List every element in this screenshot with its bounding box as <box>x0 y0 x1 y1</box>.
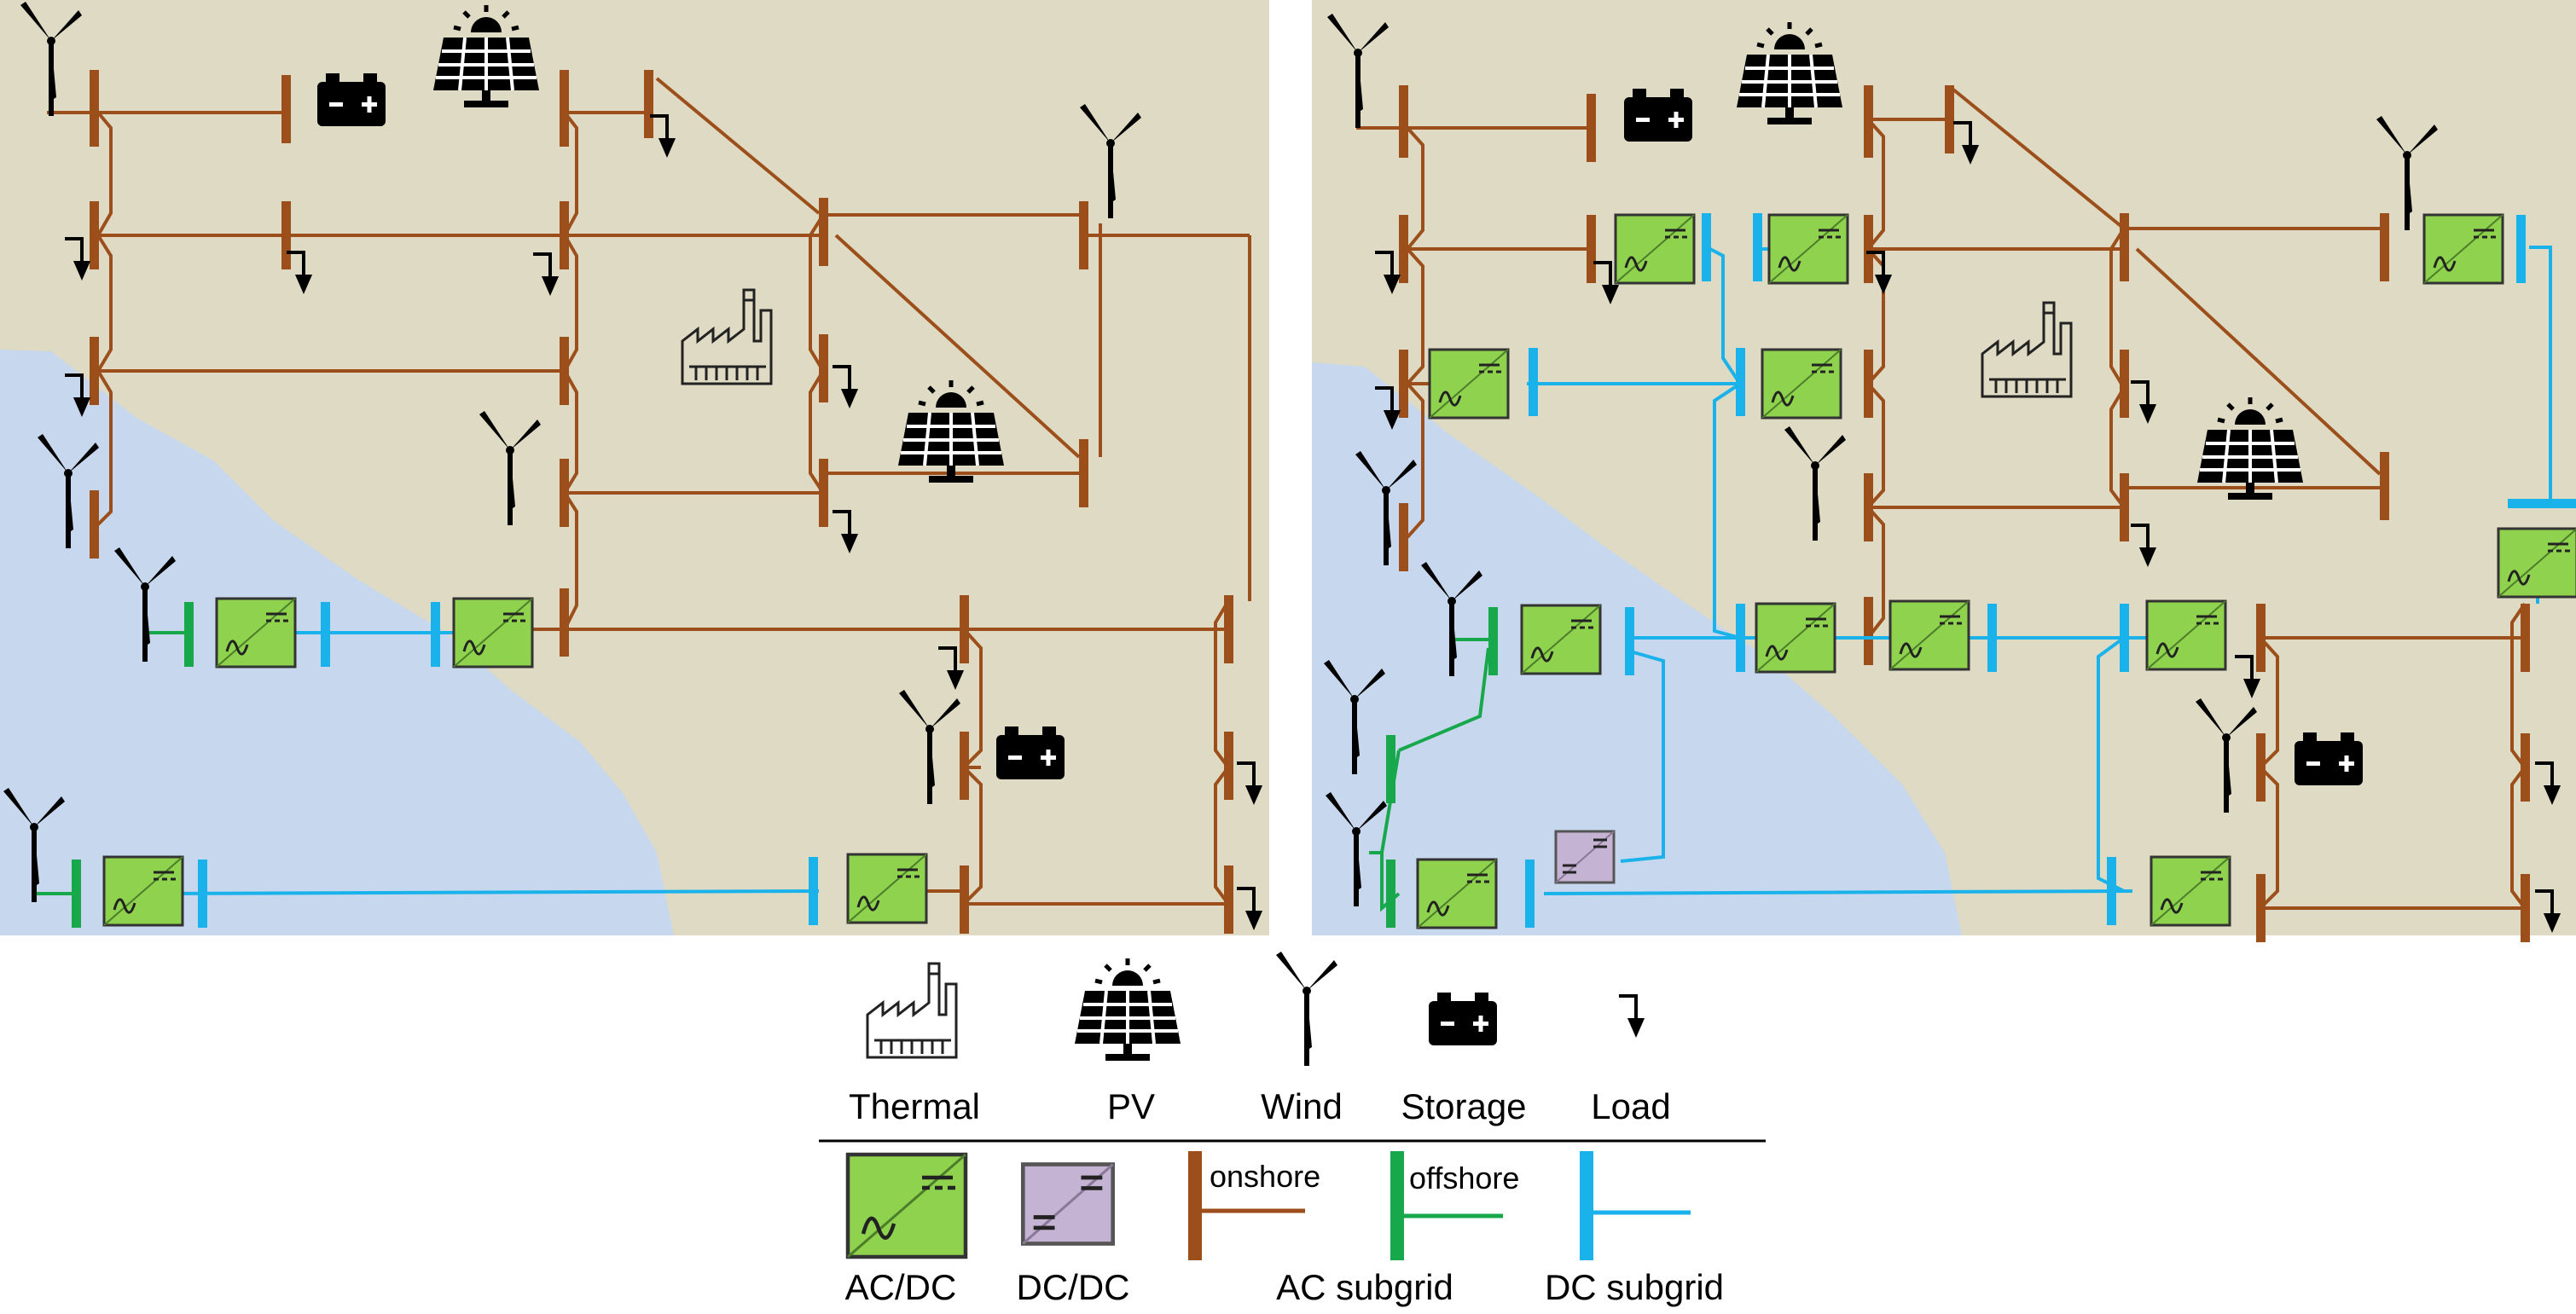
ac-buses <box>1399 85 2530 942</box>
acdc-converter <box>215 597 297 669</box>
acdc-converter-icon <box>848 1155 966 1257</box>
legend-label-load: Load <box>1591 1086 1670 1126</box>
acdc-converter <box>2150 855 2231 927</box>
acdc-converter <box>1888 599 1970 671</box>
ac-buses <box>90 70 1233 934</box>
dc-buses <box>1525 213 2576 928</box>
acdc-converter <box>102 855 184 927</box>
acdc-converter <box>1614 213 1696 285</box>
acdc-converter <box>1761 348 1842 420</box>
offshore-ac <box>1369 607 1498 928</box>
acdc-converter <box>1755 602 1836 674</box>
acdc-converter <box>452 597 534 669</box>
ac-lines <box>47 77 1251 906</box>
legend-label-acdc: AC/DC <box>845 1267 957 1307</box>
panel-hybrid-ac-dc <box>1312 0 2576 942</box>
sea-area <box>0 350 674 935</box>
sea-area <box>1312 362 1962 935</box>
acdc-converter <box>1767 213 1849 285</box>
legend-label-thermal: Thermal <box>849 1086 980 1126</box>
acdc-converter <box>2497 527 2576 599</box>
legend-label-dc-subgrid: DC subgrid <box>1545 1267 1724 1307</box>
thermal-plant-icon <box>866 962 958 1059</box>
acdc-converter <box>1520 604 1602 675</box>
wind-turbine-icon <box>1276 952 1337 1066</box>
ac-lines <box>1356 88 2527 910</box>
legend: Thermal PV Wind Storage Load onshore off… <box>819 952 1766 1307</box>
onshore-bus-icon <box>1188 1151 1202 1260</box>
battery-icon <box>1429 993 1497 1045</box>
dcdc-converter <box>1554 830 1616 884</box>
dc-bus-icon <box>1580 1151 1593 1260</box>
acdc-converter <box>2145 599 2227 671</box>
acdc-converter <box>1416 858 1498 929</box>
offshore-bus-icon <box>1390 1151 1404 1260</box>
legend-label-offshore: offshore <box>1409 1161 1519 1195</box>
load-arrow-icon <box>1617 994 1644 1035</box>
acdc-converter <box>2422 213 2504 285</box>
legend-label-storage: Storage <box>1401 1086 1526 1126</box>
legend-label-pv: PV <box>1107 1086 1155 1126</box>
dcdc-converter-icon <box>1023 1165 1112 1244</box>
offshore-links <box>34 602 964 928</box>
panel-ac-only <box>0 0 1269 935</box>
legend-label-ac-subgrid: AC subgrid <box>1276 1267 1453 1307</box>
legend-label-dcdc: DC/DC <box>1017 1267 1130 1307</box>
acdc-converter <box>1428 348 1510 420</box>
acdc-converter <box>846 853 928 924</box>
legend-label-wind: Wind <box>1261 1086 1343 1126</box>
legend-label-onshore: onshore <box>1210 1159 1320 1194</box>
solar-panel-icon <box>1075 958 1181 1061</box>
